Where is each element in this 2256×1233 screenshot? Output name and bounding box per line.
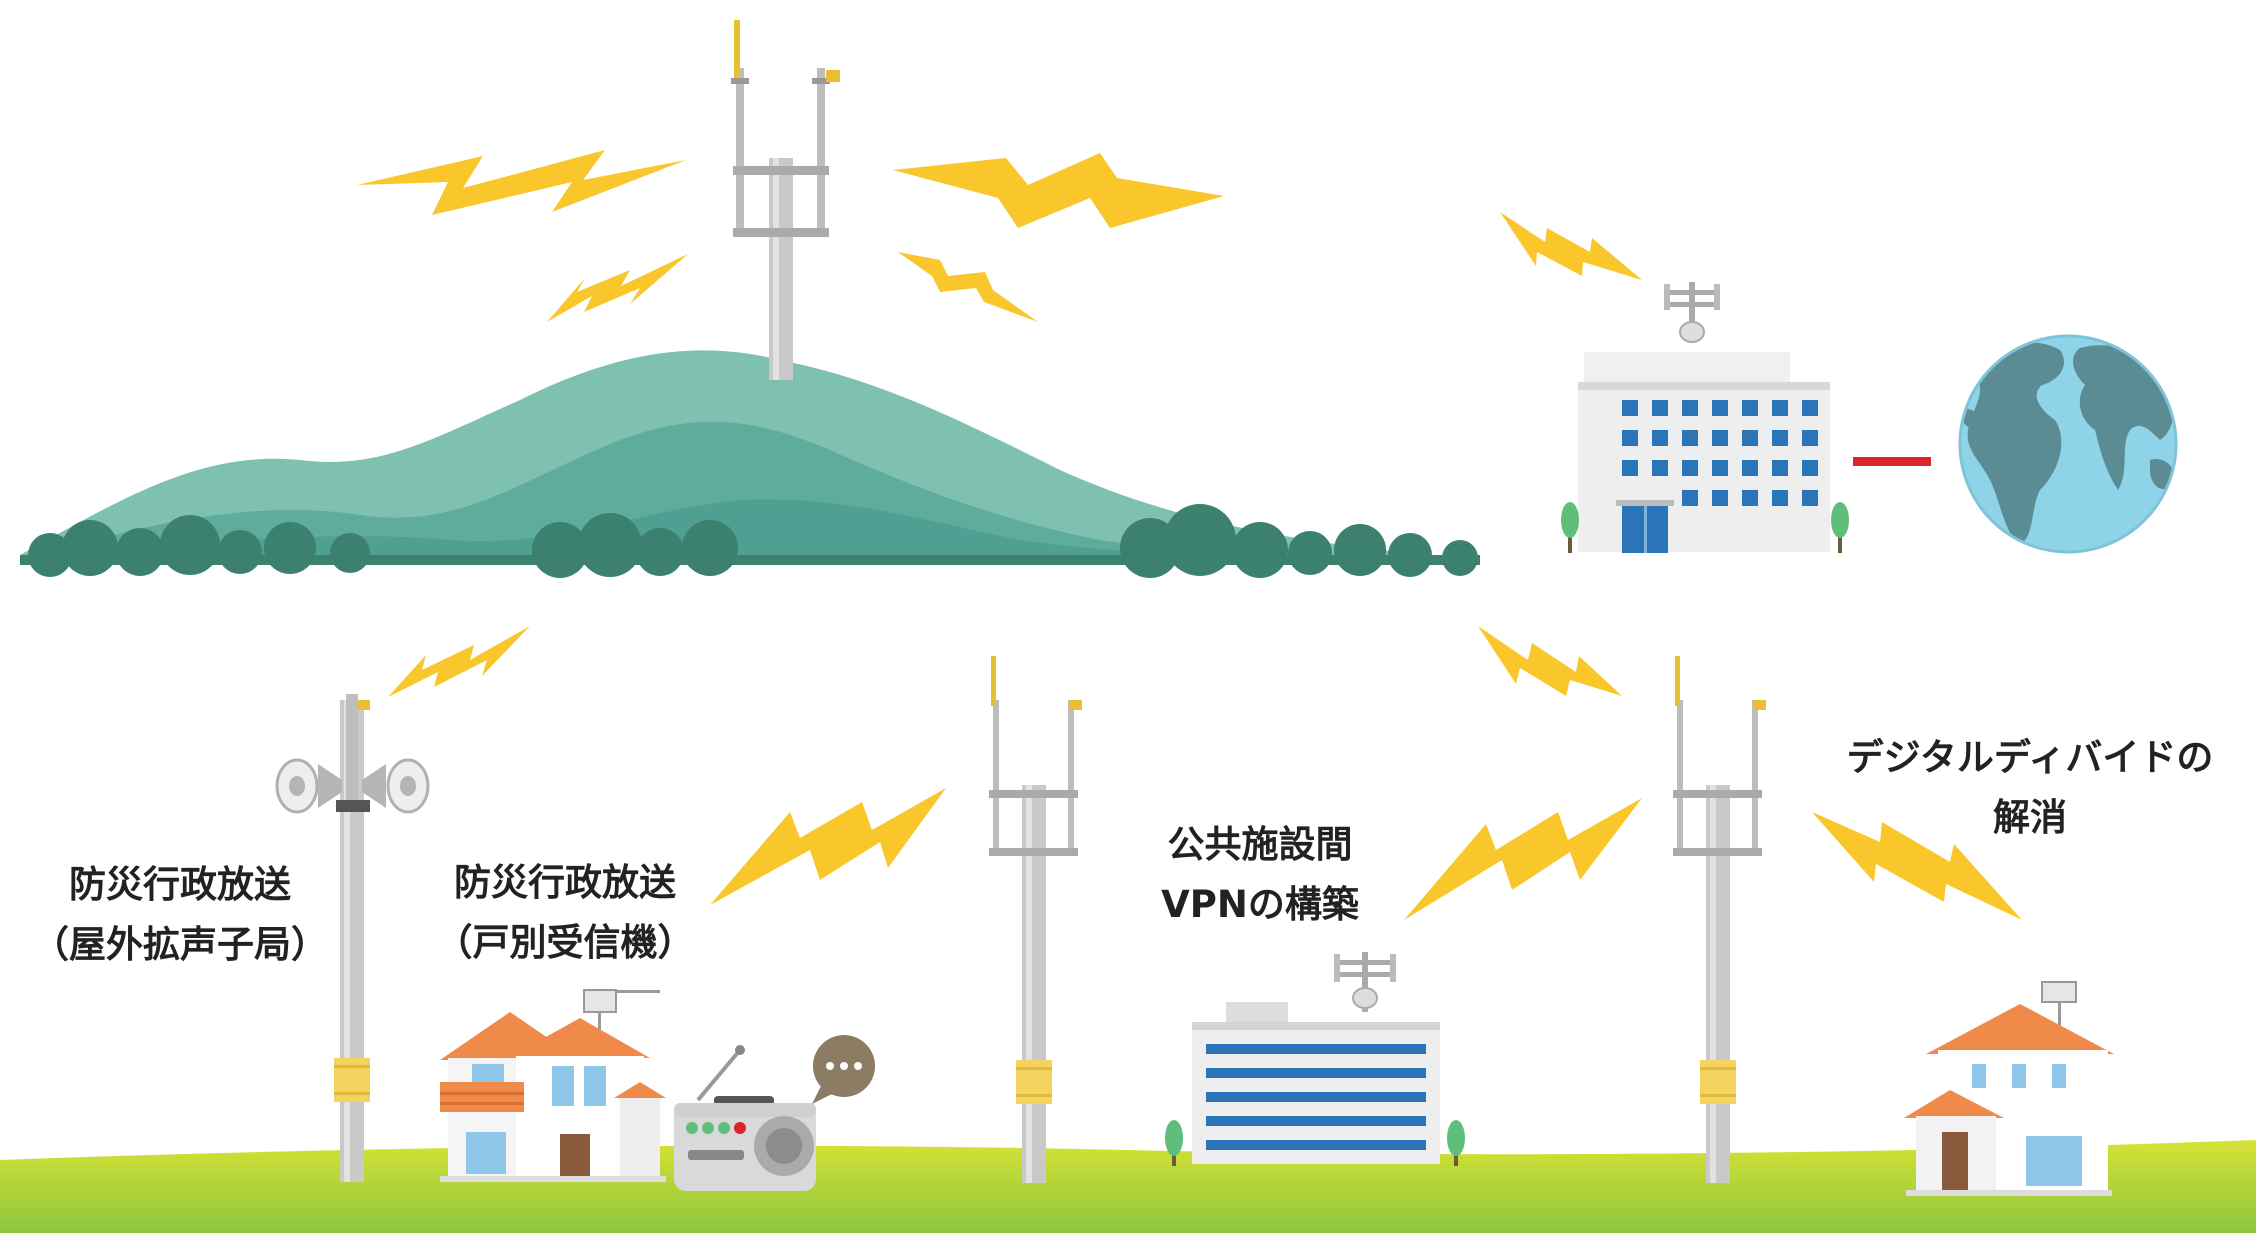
bolt-tower-to-vpn xyxy=(1404,798,1642,920)
speaker-pole xyxy=(275,694,430,1182)
internet-connector-line xyxy=(1853,457,1931,466)
office-window xyxy=(1772,460,1788,476)
office-window xyxy=(1772,490,1788,506)
bolt-speaker-pole xyxy=(388,626,530,697)
bolt-to-office xyxy=(1500,212,1642,280)
office-window xyxy=(1682,400,1698,416)
home-house xyxy=(1904,981,2114,1196)
office-window xyxy=(1712,430,1728,446)
bushes xyxy=(20,504,1480,578)
bolt-main-left-small xyxy=(547,254,688,322)
mountain xyxy=(20,350,1480,578)
office-window xyxy=(1712,490,1728,506)
radio-receiver-icon xyxy=(674,1035,875,1191)
loudspeaker-icon xyxy=(275,758,430,814)
office-window xyxy=(1652,400,1668,416)
office-window xyxy=(1742,460,1758,476)
office-window xyxy=(1802,400,1818,416)
indoor-receiver-label-line1: 防災行政放送 xyxy=(454,861,676,904)
office-window xyxy=(1712,460,1728,476)
bolt-main-right xyxy=(893,153,1224,228)
bolt-main-left xyxy=(357,150,686,215)
office-window xyxy=(1742,490,1758,506)
vpn-label-line1: 公共施設間 xyxy=(1167,823,1353,866)
office-window xyxy=(1622,400,1638,416)
office-window xyxy=(1652,460,1668,476)
office-window xyxy=(1622,430,1638,446)
public-facility-building xyxy=(1165,952,1465,1166)
speech-bubble-icon xyxy=(812,1035,875,1104)
residence-house xyxy=(440,989,666,1182)
office-window xyxy=(1802,460,1818,476)
vpn-label: 公共施設間 VPNの構築 xyxy=(1110,815,1410,935)
office-window xyxy=(1682,430,1698,446)
main-radio-tower xyxy=(731,20,840,380)
office-window xyxy=(1712,400,1728,416)
vpn-label-line2: VPNの構築 xyxy=(1161,883,1359,926)
relay-pole-center xyxy=(989,656,1082,1183)
office-window xyxy=(1682,490,1698,506)
bolt-house-to-tower xyxy=(710,788,946,905)
office-window xyxy=(1772,400,1788,416)
office-window xyxy=(1802,490,1818,506)
office-window xyxy=(1622,460,1638,476)
outdoor-speaker-label-line1: 防災行政放送 xyxy=(69,863,291,906)
globe-icon xyxy=(1958,334,2178,554)
office-window xyxy=(1772,430,1788,446)
digital-divide-label-line2: 解消 xyxy=(1993,796,2067,839)
outdoor-speaker-label: 防災行政放送 （屋外拡声子局） xyxy=(0,855,360,975)
office-window xyxy=(1652,430,1668,446)
office-building xyxy=(1561,282,1849,553)
relay-pole-right xyxy=(1673,656,1766,1183)
signal-bolts xyxy=(357,150,2022,920)
digital-divide-label-line1: デジタルディバイドの xyxy=(1846,736,2214,779)
office-window xyxy=(1742,430,1758,446)
indoor-receiver-label-line2: （戸別受信機） xyxy=(435,921,695,964)
digital-divide-label: デジタルディバイドの 解消 xyxy=(1820,728,2240,848)
office-window xyxy=(1802,430,1818,446)
bolt-to-home xyxy=(1812,812,2022,920)
indoor-receiver-label: 防災行政放送 （戸別受信機） xyxy=(390,853,740,973)
bolt-main-right-small xyxy=(898,252,1038,322)
bolt-office-to-pole xyxy=(1478,626,1622,696)
outdoor-speaker-label-line2: （屋外拡声子局） xyxy=(32,923,328,966)
office-window xyxy=(1682,460,1698,476)
office-window xyxy=(1742,400,1758,416)
